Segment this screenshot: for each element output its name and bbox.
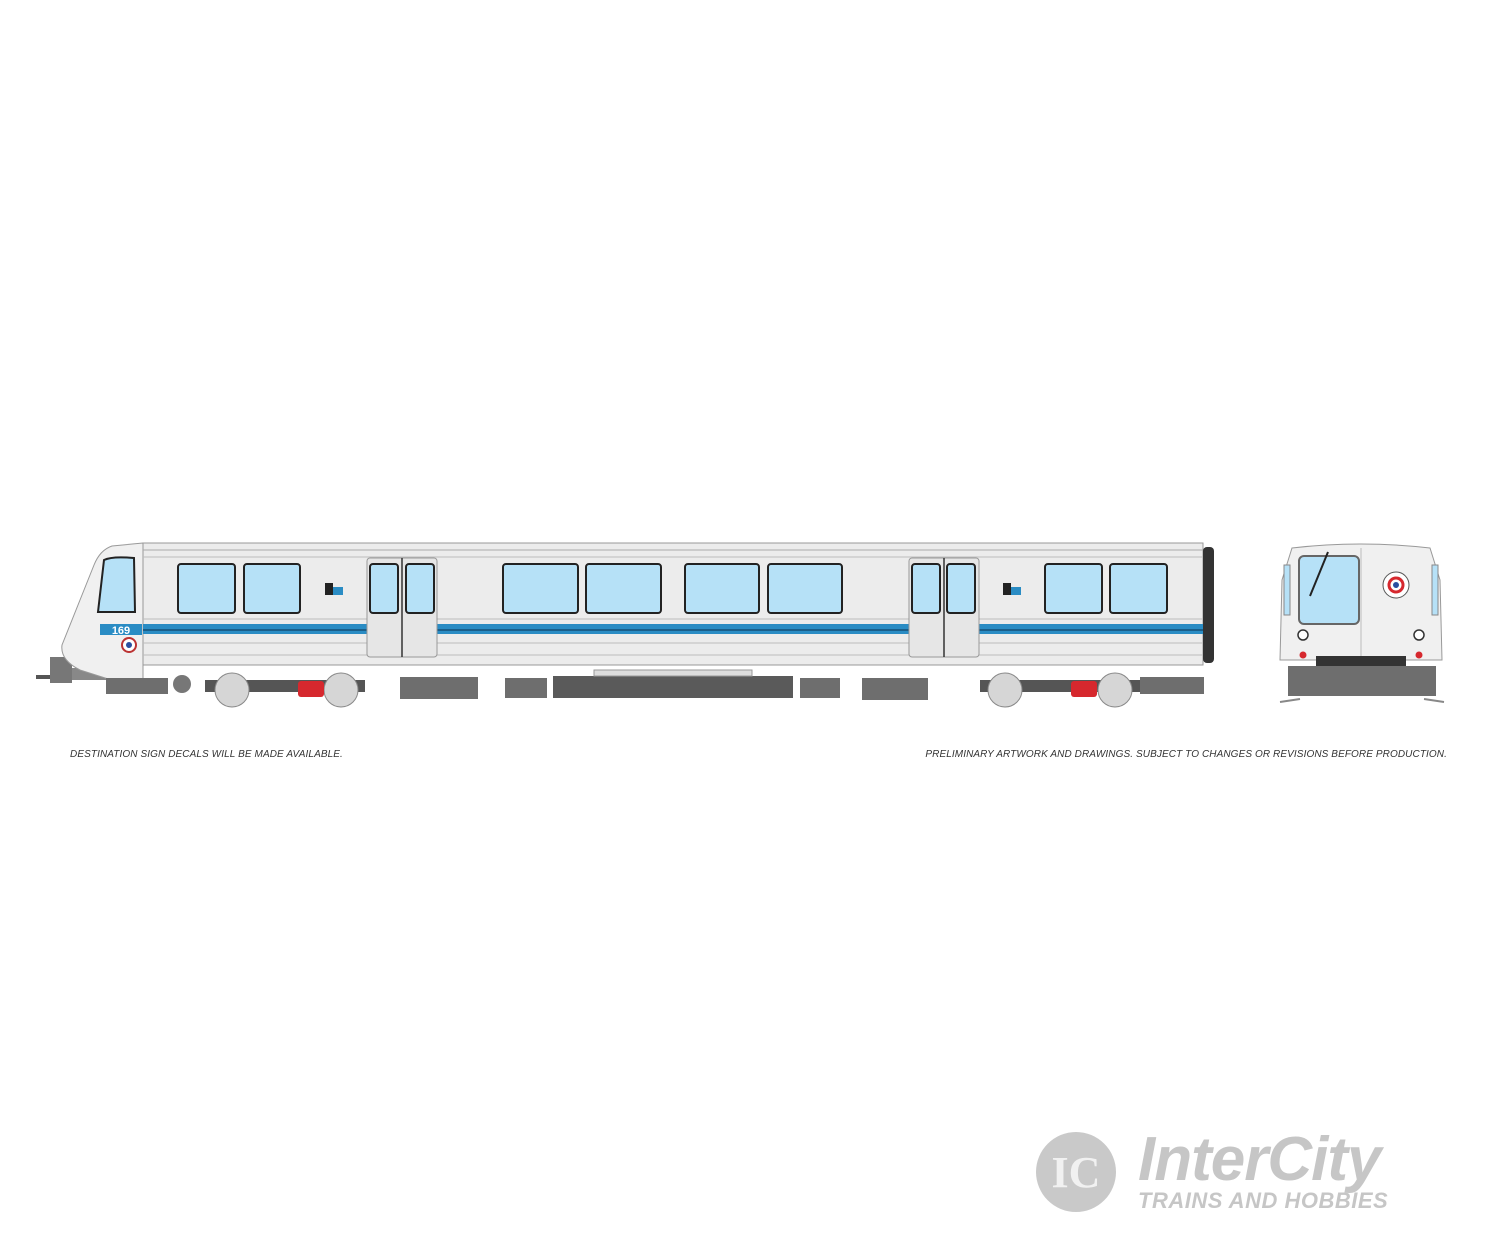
wiper [1309,551,1329,597]
blue-stripe [143,624,1203,634]
rear-bogie [980,672,1140,708]
door-2 [908,557,980,658]
door-1 [366,557,438,658]
front-view [1279,543,1445,703]
logo-badge-text: IC [1051,1148,1101,1197]
logo-tagline: TRAINS AND HOBBIES [1138,1188,1389,1213]
bart-logo-1 [325,583,343,595]
car-number: 169 [112,625,130,637]
cab-window [96,556,137,613]
side-windows [177,563,1168,614]
caption-preliminary-artwork: PRELIMINARY ARTWORK AND DRAWINGS. SUBJEC… [925,749,1447,760]
logo-name: InterCity [1138,1125,1381,1194]
side-view: 169 [36,542,1214,708]
headlight [1297,629,1309,641]
brake-unit [298,681,324,697]
intercity-watermark-logo: IC InterCity TRAINS AND HOBBIES [1036,1125,1456,1220]
front-windshield [1298,555,1360,625]
front-bogie [173,672,365,708]
headlight [1413,629,1425,641]
logo-badge: IC [1036,1132,1116,1212]
tail-light [1415,651,1423,659]
end-diaphragm [1203,547,1214,663]
tail-light [1299,651,1307,659]
brake-unit [1071,681,1097,697]
bart-logo-2 [1003,583,1021,595]
car-body [142,542,1204,666]
front-undercarriage [1288,666,1436,696]
caption-destination-decals: DESTINATION SIGN DECALS WILL BE MADE AVA… [70,749,343,760]
undercarriage [106,669,1204,700]
car-number-plate [100,624,142,635]
